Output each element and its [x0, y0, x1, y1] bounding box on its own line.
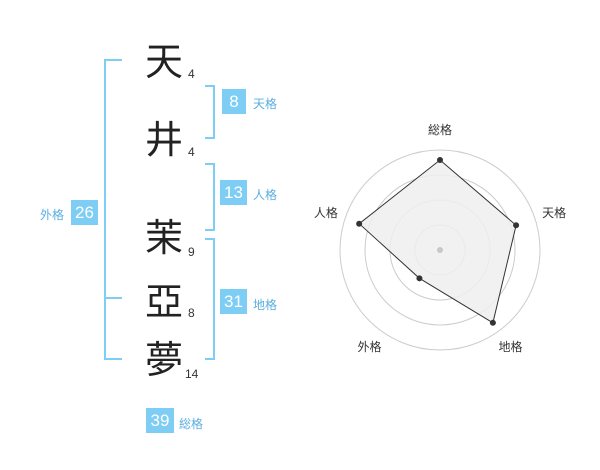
gaikaku-bracket-mid — [104, 297, 122, 299]
radar-point-4 — [416, 275, 423, 282]
stroke-count-4: 8 — [188, 306, 195, 320]
radar-center-dot — [437, 247, 443, 253]
tenkaku-bracket-line — [213, 85, 215, 139]
stroke-count-3: 9 — [188, 245, 195, 259]
radar-axis-label-1: 総格 — [428, 122, 452, 137]
gaikaku-bracket-top — [104, 59, 122, 61]
radar-axis-label-3: 地格 — [498, 339, 522, 354]
name-char-5: 夢 — [144, 338, 183, 382]
stroke-count-1: 4 — [188, 67, 195, 81]
radar-axis-label-2: 天格 — [542, 205, 566, 220]
tenkaku-bracket-top — [205, 85, 215, 87]
chikaku-bracket-bottom — [205, 358, 215, 360]
soukaku-label: 総格 — [179, 417, 204, 431]
chikaku-bracket-top — [205, 238, 215, 240]
name-char-3: 茉 — [144, 216, 183, 260]
name-char-4: 亞 — [144, 280, 183, 324]
jinkaku-label: 人格 — [253, 188, 278, 202]
radar-axis-label-5: 人格 — [314, 205, 338, 220]
gaikaku-label: 外格 — [40, 208, 65, 222]
gaikaku-bracket-line — [104, 59, 106, 360]
jinkaku-bracket-line — [213, 163, 215, 231]
chikaku-badge: 31 — [220, 289, 247, 314]
radar-axis-label-4: 外格 — [357, 339, 381, 354]
chikaku-label: 地格 — [253, 298, 278, 312]
radar-point-3 — [489, 319, 496, 326]
tenkaku-bracket-bottom — [205, 137, 215, 139]
radar-point-2 — [513, 222, 520, 229]
radar-ring — [339, 149, 541, 351]
jinkaku-badge: 13 — [220, 180, 247, 205]
jinkaku-bracket-bottom — [205, 229, 215, 231]
radar-points — [356, 157, 520, 326]
radar-polygon — [358, 159, 517, 324]
tenkaku-badge: 8 — [222, 89, 246, 114]
stroke-count-2: 4 — [188, 145, 195, 159]
soukaku-badge: 39 — [146, 408, 174, 433]
jinkaku-bracket-top — [205, 163, 215, 165]
name-char-1: 天 — [144, 40, 183, 84]
chikaku-bracket-line — [213, 238, 215, 360]
radar-point-5 — [356, 220, 363, 227]
gaikaku-badge: 26 — [71, 200, 98, 225]
gaikaku-bracket-bottom — [104, 358, 122, 360]
tenkaku-label: 天格 — [253, 97, 278, 111]
stroke-count-5: 14 — [185, 367, 199, 381]
name-char-2: 井 — [144, 118, 183, 162]
radar-point-1 — [437, 157, 443, 163]
